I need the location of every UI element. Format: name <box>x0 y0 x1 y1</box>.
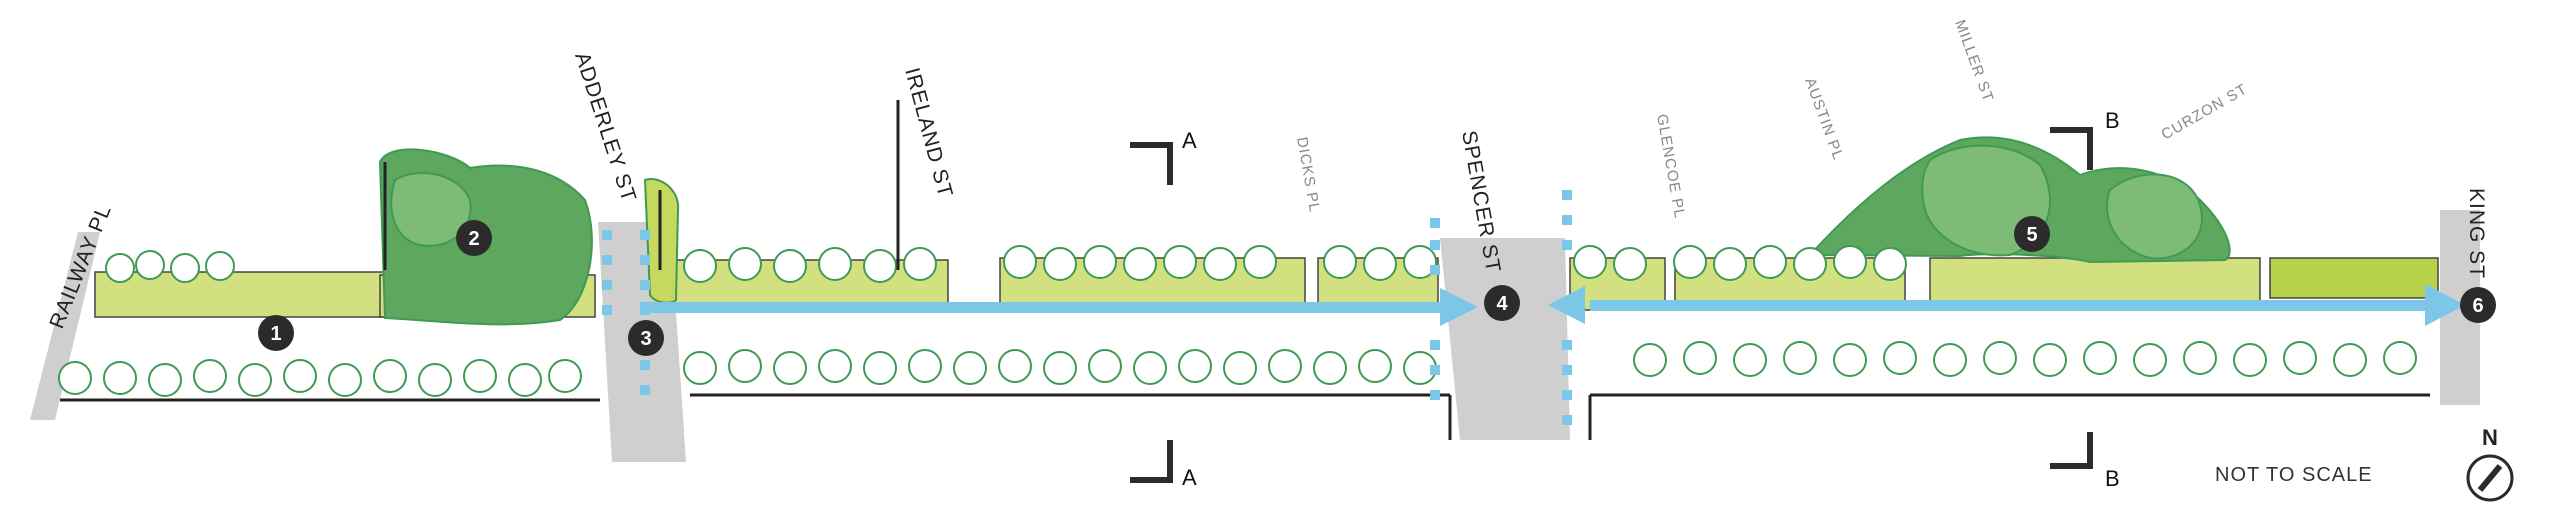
north-arrow: N <box>2466 425 2514 502</box>
shared-path <box>640 284 2465 326</box>
street-label-glencoe-pl: GLENCOE PL <box>1653 113 1688 220</box>
canopy-adderley-strip <box>643 178 680 304</box>
svg-text:6: 6 <box>2472 295 2483 317</box>
path-west <box>640 302 1440 313</box>
path-arrow-king <box>2425 284 2465 326</box>
svg-text:2: 2 <box>468 228 479 250</box>
section-cut-b-top: B <box>2050 108 2120 170</box>
svg-text:B: B <box>2105 466 2120 491</box>
street-label-ireland-st: IRELAND ST <box>900 65 957 200</box>
marker-1: 1 <box>258 315 294 351</box>
svg-text:1: 1 <box>270 323 281 345</box>
railway-pl-road <box>30 232 100 420</box>
street-label-adderley-st: ADDERLEY ST <box>570 49 640 205</box>
section-cut-a-top: A <box>1130 128 1197 185</box>
section-cut-a-bottom: A <box>1130 440 1197 490</box>
svg-text:A: A <box>1182 128 1197 153</box>
tree-row-upper <box>105 245 1907 283</box>
svg-text:4: 4 <box>1496 293 1508 315</box>
svg-text:A: A <box>1182 465 1197 490</box>
street-label-king-st: KING ST <box>2465 188 2488 279</box>
path-arrow-glencoe <box>1548 286 1585 324</box>
marker-3: 3 <box>628 320 664 356</box>
marker-5: 5 <box>2014 216 2050 252</box>
lawn-segment-curzon <box>2269 257 2439 299</box>
street-label-dicks-pl: DICKS PL <box>1293 136 1323 214</box>
spencer-st-road <box>1440 238 1570 440</box>
tree-row-lower <box>58 341 2417 397</box>
street-label-austin-pl: AUSTIN PL <box>1801 76 1847 163</box>
svg-text:B: B <box>2105 108 2120 133</box>
lawn-segment-west <box>94 271 386 318</box>
svg-text:5: 5 <box>2026 224 2037 246</box>
path-east <box>1590 300 2430 311</box>
path-arrow-spencer <box>1440 288 1478 326</box>
kerb-lines <box>60 100 2430 440</box>
marker-6: 6 <box>2460 287 2496 323</box>
section-cut-b-bottom: B <box>2050 432 2120 491</box>
street-label-curzon-st: CURZON ST <box>2159 80 2251 143</box>
numbered-markers: 1 2 3 4 5 6 <box>258 216 2496 356</box>
svg-text:3: 3 <box>640 328 651 350</box>
svg-text:N: N <box>2482 425 2498 450</box>
marker-2: 2 <box>456 220 492 256</box>
canopy-park-5-east <box>2105 173 2203 260</box>
street-label-miller-st: MILLER ST <box>1951 18 1997 105</box>
marker-4: 4 <box>1484 285 1520 321</box>
not-to-scale-note: NOT TO SCALE <box>2215 464 2373 486</box>
